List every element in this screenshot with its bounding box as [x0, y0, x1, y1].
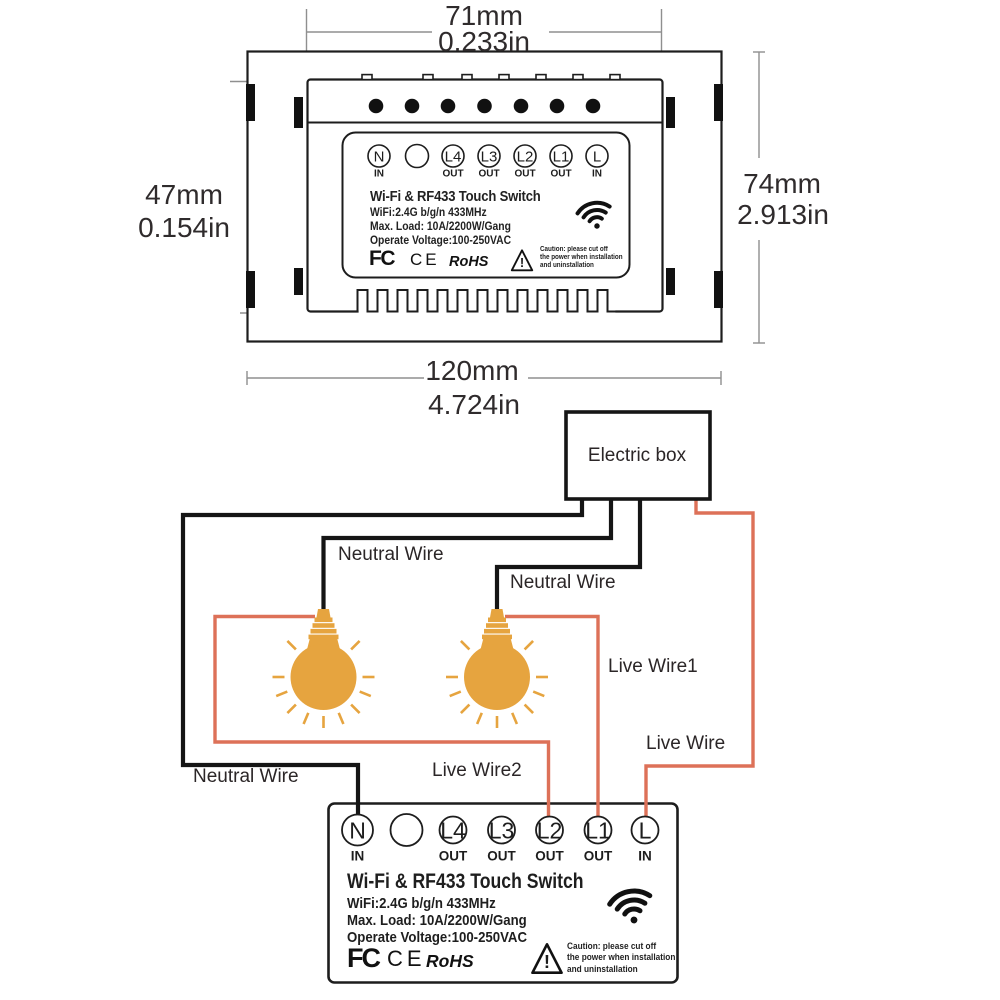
- terminal-label: N: [349, 818, 366, 844]
- mounting-tabs: [246, 84, 723, 308]
- dim-left-mm: 47mm: [145, 179, 223, 210]
- terminal-sub: OUT: [584, 849, 613, 864]
- terminal-labels-top: N L4 L3 L2 L1 L IN OUT OUT OUT OUT IN: [374, 148, 602, 179]
- terminal-sub: OUT: [514, 169, 535, 180]
- caution-text: Caution: please cut off the power when i…: [567, 941, 675, 975]
- terminal-label: L: [593, 148, 601, 165]
- heatsink-fins: [356, 289, 617, 313]
- dim-top-mm: 71mm: [445, 0, 523, 31]
- dim-top-inch: 0.233in: [438, 26, 530, 57]
- terminal-label: N: [374, 148, 385, 165]
- caution-line: the power when installation: [567, 952, 676, 964]
- spec-load: Max. Load: 10A/2200W/Gang: [347, 912, 527, 929]
- terminal-labels-bottom: N L4 L3 L2 L1 L IN OUT OUT OUT OUT IN: [349, 818, 652, 864]
- caution-line: Caution: please cut off: [567, 941, 657, 952]
- dim-right-inch: 2.913in: [737, 199, 829, 230]
- caution-line: Caution: please cut off: [540, 246, 608, 253]
- terminal-label: L1: [585, 818, 611, 844]
- caution-text: Caution: please cut off the power when i…: [540, 246, 623, 270]
- terminal-label: L4: [440, 818, 466, 844]
- wire-label-neutral-1: Neutral Wire: [193, 766, 299, 787]
- spec-wifi: WiFi:2.4G b/g/n 433MHz: [370, 207, 487, 219]
- caution-line: and uninstallation: [540, 262, 594, 269]
- terminal-label: L3: [489, 818, 515, 844]
- electric-box: [564, 410, 712, 501]
- terminal-label: L3: [481, 148, 498, 165]
- neutral-wires: [180, 499, 643, 816]
- wire-neutral-to-switch: [180, 499, 585, 816]
- rohs-logo: RoHS: [449, 254, 489, 270]
- wire-live2: [213, 614, 551, 818]
- terminal-label: L2: [517, 148, 534, 165]
- terminals-top: [367, 143, 609, 169]
- terminals-bottom: [341, 813, 660, 847]
- wire-label-live-1: Live Wire1: [608, 656, 698, 677]
- wire-live1: [505, 614, 600, 818]
- wire-live-to-switch: [644, 499, 755, 818]
- caution-line: the power when installation: [540, 254, 623, 261]
- rohs-logo: RoHS: [426, 951, 474, 971]
- device-title: Wi-Fi & RF433 Touch Switch: [347, 869, 584, 893]
- terminal-sub: IN: [638, 849, 652, 864]
- switch-body-wiring: [327, 802, 679, 984]
- wire-neutral-to-bulb2: [494, 499, 643, 609]
- light-bulb-2: [444, 607, 550, 730]
- terminal-sub: OUT: [550, 169, 571, 180]
- spec-voltage: Operate Voltage:100-250VAC: [370, 235, 512, 247]
- terminal-sub: OUT: [478, 169, 499, 180]
- spec-wifi: WiFi:2.4G b/g/n 433MHz: [347, 895, 496, 912]
- spec-voltage: Operate Voltage:100-250VAC: [347, 929, 527, 946]
- terminal-sub: OUT: [487, 849, 516, 864]
- top-edge-notches: [361, 73, 621, 81]
- wire-label-live: Live Wire: [646, 733, 726, 754]
- wire-label-neutral-2: Neutral Wire: [338, 544, 444, 565]
- terminal-label: L4: [445, 148, 462, 165]
- dim-left-inch: 0.154in: [138, 212, 230, 243]
- device-title: Wi-Fi & RF433 Touch Switch: [370, 188, 541, 205]
- terminal-sub: IN: [351, 849, 365, 864]
- wire-label-neutral-3: Neutral Wire: [510, 572, 616, 593]
- terminal-label: L: [639, 818, 652, 844]
- fcc-logo: FC: [369, 247, 396, 270]
- terminal-label: L2: [537, 818, 563, 844]
- spec-load: Max. Load: 10A/2200W/Gang: [370, 221, 511, 233]
- fcc-logo: FC: [347, 943, 381, 973]
- terminal-sub: OUT: [442, 169, 463, 180]
- dim-bottom-mm: 120mm: [425, 355, 519, 386]
- wire-neutral-to-bulb1: [321, 499, 614, 609]
- wire-label-live-2: Live Wire2: [432, 760, 522, 781]
- ce-logo: CE: [387, 946, 426, 971]
- live-wires: [213, 499, 755, 818]
- dim-bottom-inch: 4.724in: [428, 389, 520, 420]
- light-bulb-1: [271, 607, 376, 730]
- caution-line: and uninstallation: [567, 963, 638, 975]
- ce-logo: CE: [410, 250, 440, 269]
- electric-box-label: Electric box: [587, 445, 687, 466]
- terminal-label: L1: [553, 148, 570, 165]
- terminal-sub: OUT: [439, 849, 468, 864]
- screw-holes: [368, 98, 601, 114]
- terminal-sub: OUT: [535, 849, 564, 864]
- dim-right-mm: 74mm: [743, 168, 821, 199]
- label-panel-top: [341, 131, 631, 279]
- terminal-sub: IN: [374, 169, 384, 180]
- terminal-sub: IN: [592, 169, 602, 180]
